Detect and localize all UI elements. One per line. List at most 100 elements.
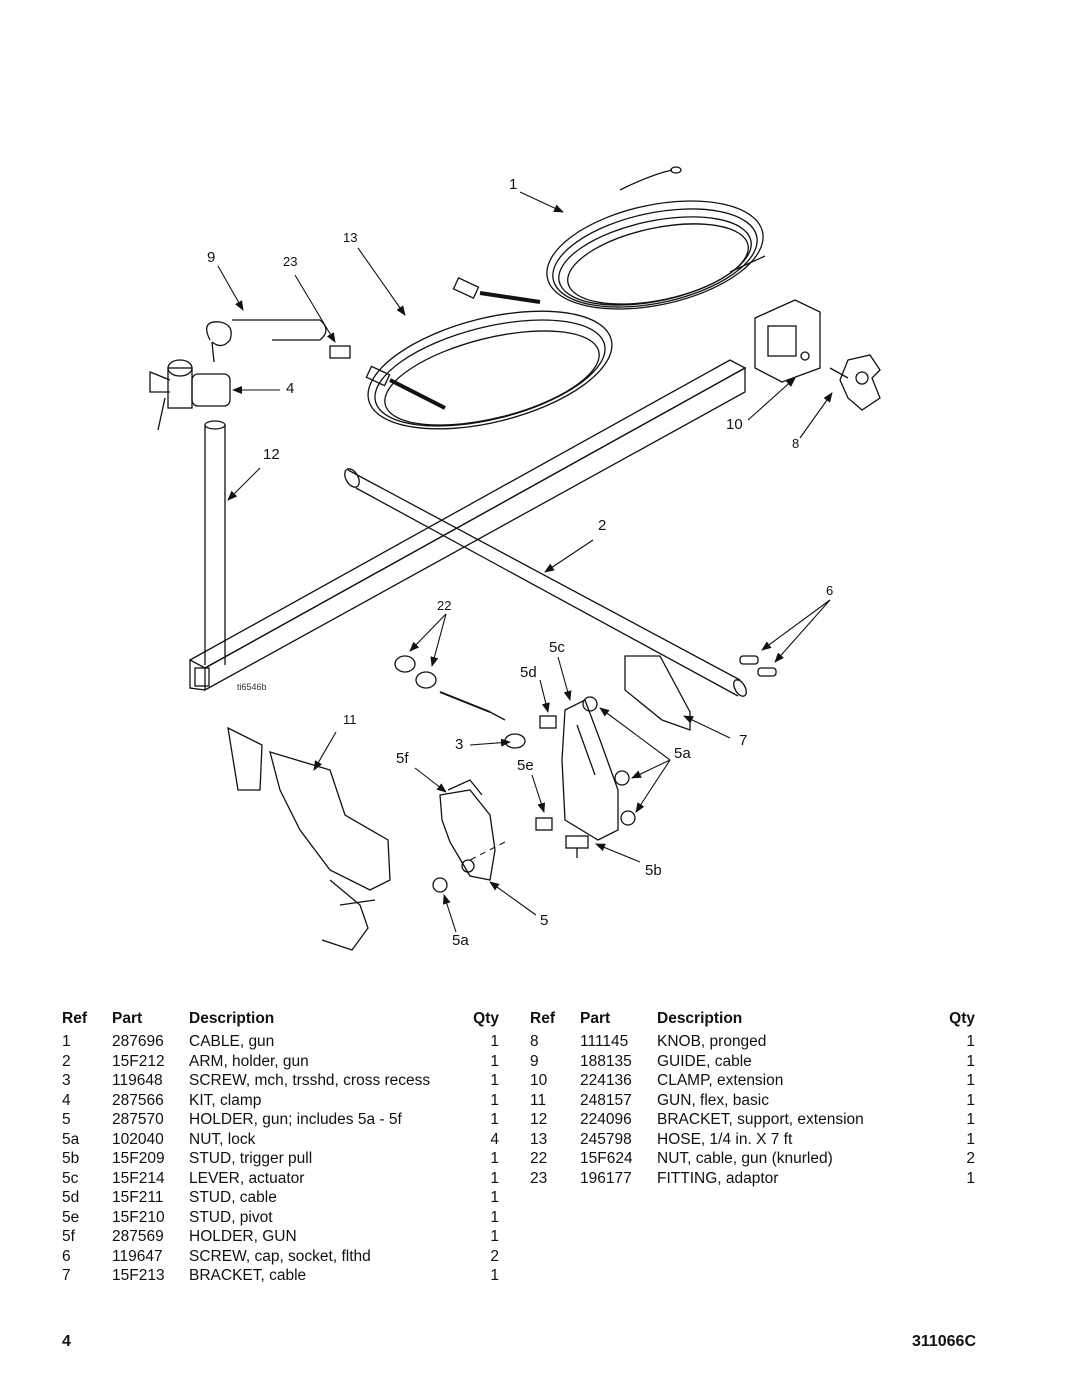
description-header: Description — [657, 1010, 743, 1027]
callout-label: 9 — [207, 249, 216, 266]
callout-label: 2 — [598, 517, 607, 534]
callout-label: 4 — [286, 380, 295, 397]
callout-label: 23 — [283, 254, 298, 269]
cable-nut-part — [394, 655, 437, 689]
diagram-artwork — [149, 166, 881, 951]
stud-pivot-part — [535, 817, 553, 831]
cable-gun-part — [546, 166, 766, 310]
part-description-cell: FITTING, adaptor — [657, 1169, 779, 1187]
ref-header: Ref — [62, 1010, 87, 1027]
callout-label: 5 — [540, 912, 549, 929]
part-number-cell: 102040 — [112, 1130, 164, 1148]
part-qty-cell: 1 — [490, 1169, 499, 1187]
callout-label: 13 — [343, 230, 358, 245]
exploded-parts-diagram: 1 13 9 23 4 10 8 12 2 6 22 5c 5d 7 11 3 … — [149, 166, 881, 951]
part-qty-cell: 1 — [490, 1091, 499, 1109]
part-ref-cell: 4 — [62, 1091, 71, 1109]
table-row: 23 196177 FITTING, adaptor 1 — [530, 1169, 975, 1189]
lever-actuator-part — [561, 699, 619, 841]
part-number-cell: 248157 — [580, 1091, 632, 1109]
knob-pronged-part — [829, 354, 881, 411]
part-description-cell: BRACKET, cable — [189, 1267, 307, 1284]
document-number: 311066C — [911, 1333, 976, 1350]
callout-label: 5a — [452, 932, 469, 949]
qty-header: Qty — [949, 1010, 975, 1027]
callout-label: 5a — [674, 745, 691, 762]
callout-label: 11 — [343, 712, 357, 727]
callout-label: 5e — [517, 757, 534, 774]
part-description-cell: CLAMP, extension — [657, 1072, 784, 1089]
part-ref-cell: 9 — [530, 1052, 539, 1070]
part-qty-cell: 1 — [966, 1052, 975, 1070]
part-qty-cell: 1 — [490, 1208, 499, 1226]
part-qty-cell: 2 — [966, 1150, 975, 1167]
part-number-cell: 287696 — [112, 1033, 164, 1050]
part-ref-cell: 7 — [62, 1267, 71, 1284]
callout-label: 6 — [826, 583, 834, 598]
part-ref-cell: 10 — [530, 1072, 548, 1089]
bracket-support-part — [204, 420, 226, 665]
part-ref-cell: 6 — [62, 1247, 71, 1265]
part-ref-cell: 1 — [62, 1033, 71, 1050]
fitting-adaptor-part — [329, 345, 351, 359]
part-number-cell: 15F211 — [112, 1189, 164, 1206]
part-number-cell: 15F624 — [580, 1150, 633, 1167]
part-qty-cell: 1 — [490, 1228, 499, 1245]
gun-holder-part — [439, 779, 496, 881]
callout-label: 5b — [645, 862, 662, 879]
part-number-cell: 196177 — [580, 1169, 632, 1187]
part-description-cell: SCREW, cap, socket, flthd — [189, 1247, 371, 1265]
part-qty-cell: 1 — [490, 1150, 499, 1167]
part-number-cell: 15F212 — [112, 1052, 165, 1070]
part-qty-cell: 1 — [966, 1169, 975, 1187]
extension-bar-part — [188, 359, 747, 692]
lock-nut-part — [432, 696, 636, 893]
part-qty-cell: 1 — [490, 1111, 499, 1128]
part-number-cell: 15F213 — [112, 1267, 165, 1284]
part-ref-cell: 23 — [530, 1169, 548, 1187]
part-ref-cell: 5 — [62, 1111, 71, 1128]
callout-label: 12 — [263, 446, 280, 463]
part-description-cell: STUD, cable — [189, 1189, 277, 1206]
callout-label: 5d — [520, 664, 537, 681]
stud-cable-part — [539, 715, 557, 729]
part-description-cell: STUD, trigger pull — [189, 1150, 313, 1167]
table-header-row: Ref Part Description Qty — [530, 1010, 975, 1032]
screw-cap-part — [739, 655, 777, 677]
part-header: Part — [112, 1010, 143, 1027]
part-qty-cell: 1 — [966, 1130, 975, 1148]
part-description-cell: HOLDER, gun; includes 5a - 5f — [189, 1111, 402, 1128]
part-description-cell: GUIDE, cable — [657, 1052, 752, 1070]
part-number-cell: 111145 — [580, 1033, 629, 1050]
part-number-cell: 245798 — [580, 1130, 632, 1148]
callout-label: 7 — [739, 732, 748, 749]
part-description-cell: KIT, clamp — [189, 1091, 262, 1109]
part-qty-cell: 1 — [490, 1072, 499, 1089]
part-description-cell: NUT, cable, gun (knurled) — [657, 1150, 833, 1167]
qty-header: Qty — [473, 1010, 499, 1027]
part-number-cell: 119647 — [112, 1247, 163, 1265]
part-description-cell: SCREW, mch, trsshd, cross recess — [189, 1072, 431, 1089]
illustration-id: ti6546b — [237, 682, 267, 692]
part-ref-cell: 8 — [530, 1033, 539, 1050]
clamp-kit-part — [149, 359, 231, 431]
part-description-cell: ARM, holder, gun — [189, 1052, 309, 1070]
part-ref-cell: 5f — [62, 1228, 75, 1245]
part-number-cell: 287569 — [112, 1228, 164, 1245]
callout-label: 3 — [455, 736, 464, 753]
part-number-cell: 15F209 — [112, 1150, 165, 1167]
part-description-cell: LEVER, actuator — [189, 1169, 305, 1187]
arm-holder-part — [344, 468, 747, 697]
